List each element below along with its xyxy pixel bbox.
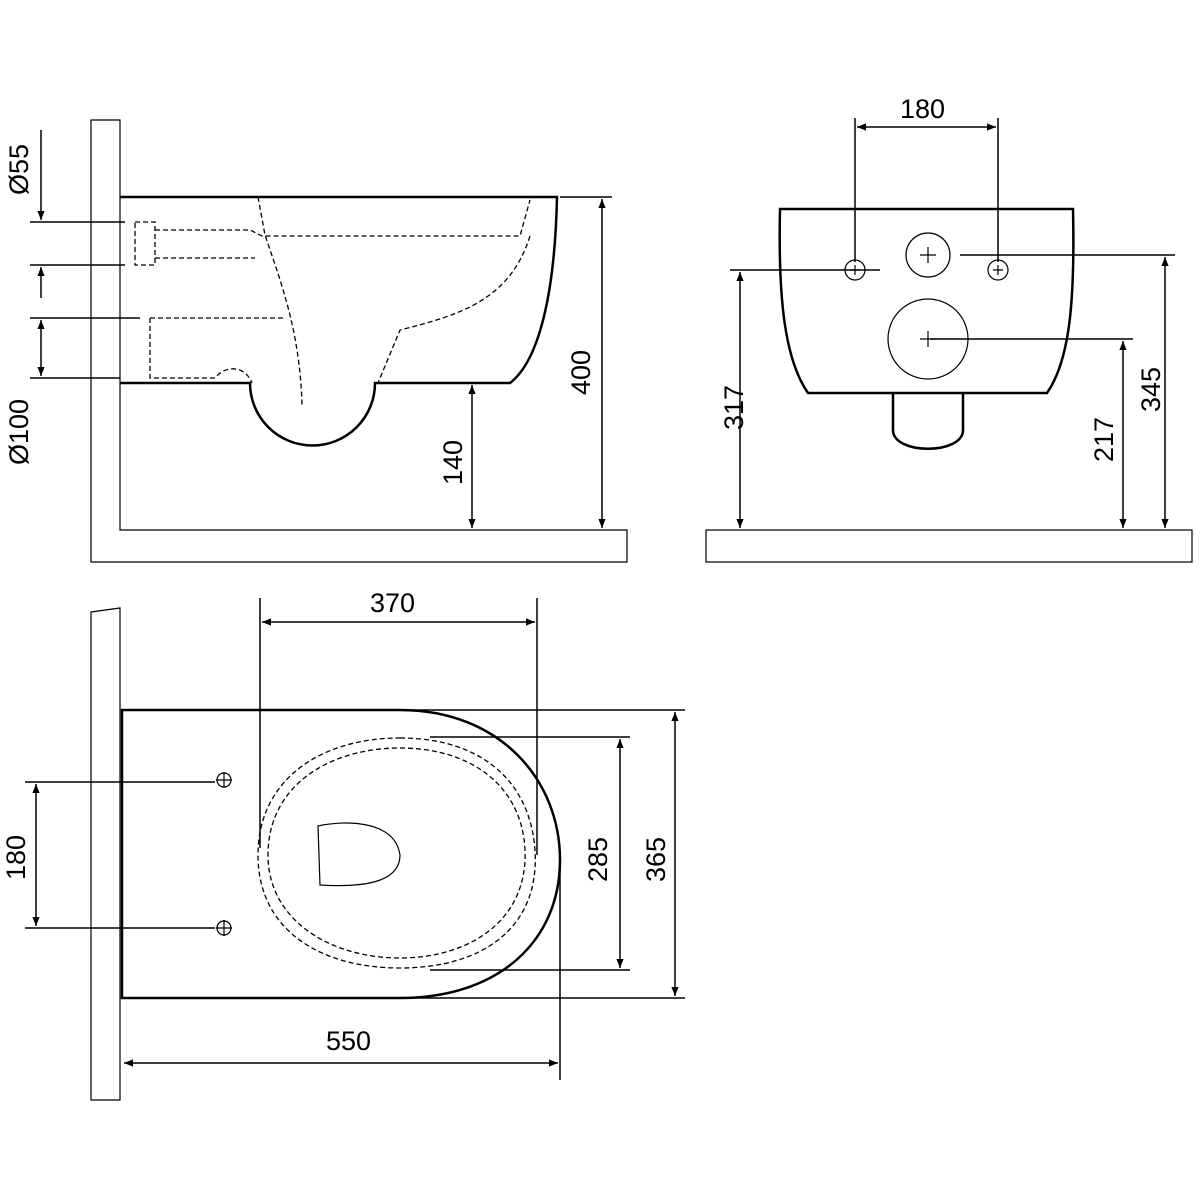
wall-and-floor	[90, 119, 628, 563]
toilet-body-top	[120, 708, 562, 1000]
dim-180-top: 180	[1, 835, 31, 880]
toilet-body-front	[778, 207, 1075, 395]
outlet-front	[891, 393, 965, 450]
bowl-outlet-top	[317, 822, 401, 887]
toilet-body-side	[120, 195, 559, 447]
top-view: 370 180 285 365 550	[1, 588, 685, 1101]
front-view: 180 317 217 345	[705, 94, 1193, 563]
dim-550: 550	[326, 1026, 371, 1056]
dim-365: 365	[641, 837, 671, 882]
dim-317: 317	[719, 385, 749, 430]
dim-370: 370	[370, 588, 415, 618]
side-view: Ø55 Ø100 400 140	[4, 119, 628, 563]
dim-d100: Ø100	[4, 399, 34, 465]
dim-d55: Ø55	[4, 144, 34, 195]
dim-180-front: 180	[900, 94, 945, 124]
dim-140: 140	[438, 440, 468, 485]
floor	[705, 529, 1193, 563]
hidden-lines-side	[134, 196, 531, 406]
dim-285: 285	[583, 837, 613, 882]
dim-217: 217	[1089, 417, 1119, 462]
dim-400: 400	[566, 350, 596, 395]
dim-345: 345	[1136, 367, 1166, 412]
wall-top	[90, 607, 121, 1101]
